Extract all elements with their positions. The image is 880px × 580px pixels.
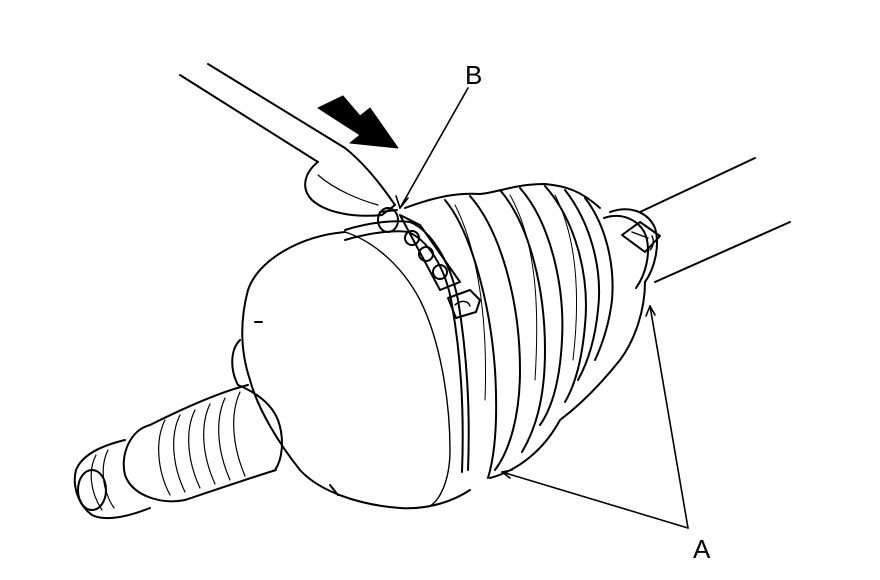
large-boot-band bbox=[344, 207, 481, 473]
callout-label-a: A bbox=[693, 534, 711, 564]
drive-shaft bbox=[639, 157, 791, 283]
screwdriver bbox=[179, 63, 396, 217]
splined-stub-shaft bbox=[73, 384, 277, 519]
arrow-icon bbox=[317, 95, 399, 149]
leader-lines bbox=[395, 87, 689, 529]
cv-joint-housing bbox=[231, 231, 471, 510]
small-boot-band bbox=[603, 208, 661, 289]
boot-bellows bbox=[404, 183, 646, 479]
callout-label-b: B bbox=[465, 60, 483, 90]
